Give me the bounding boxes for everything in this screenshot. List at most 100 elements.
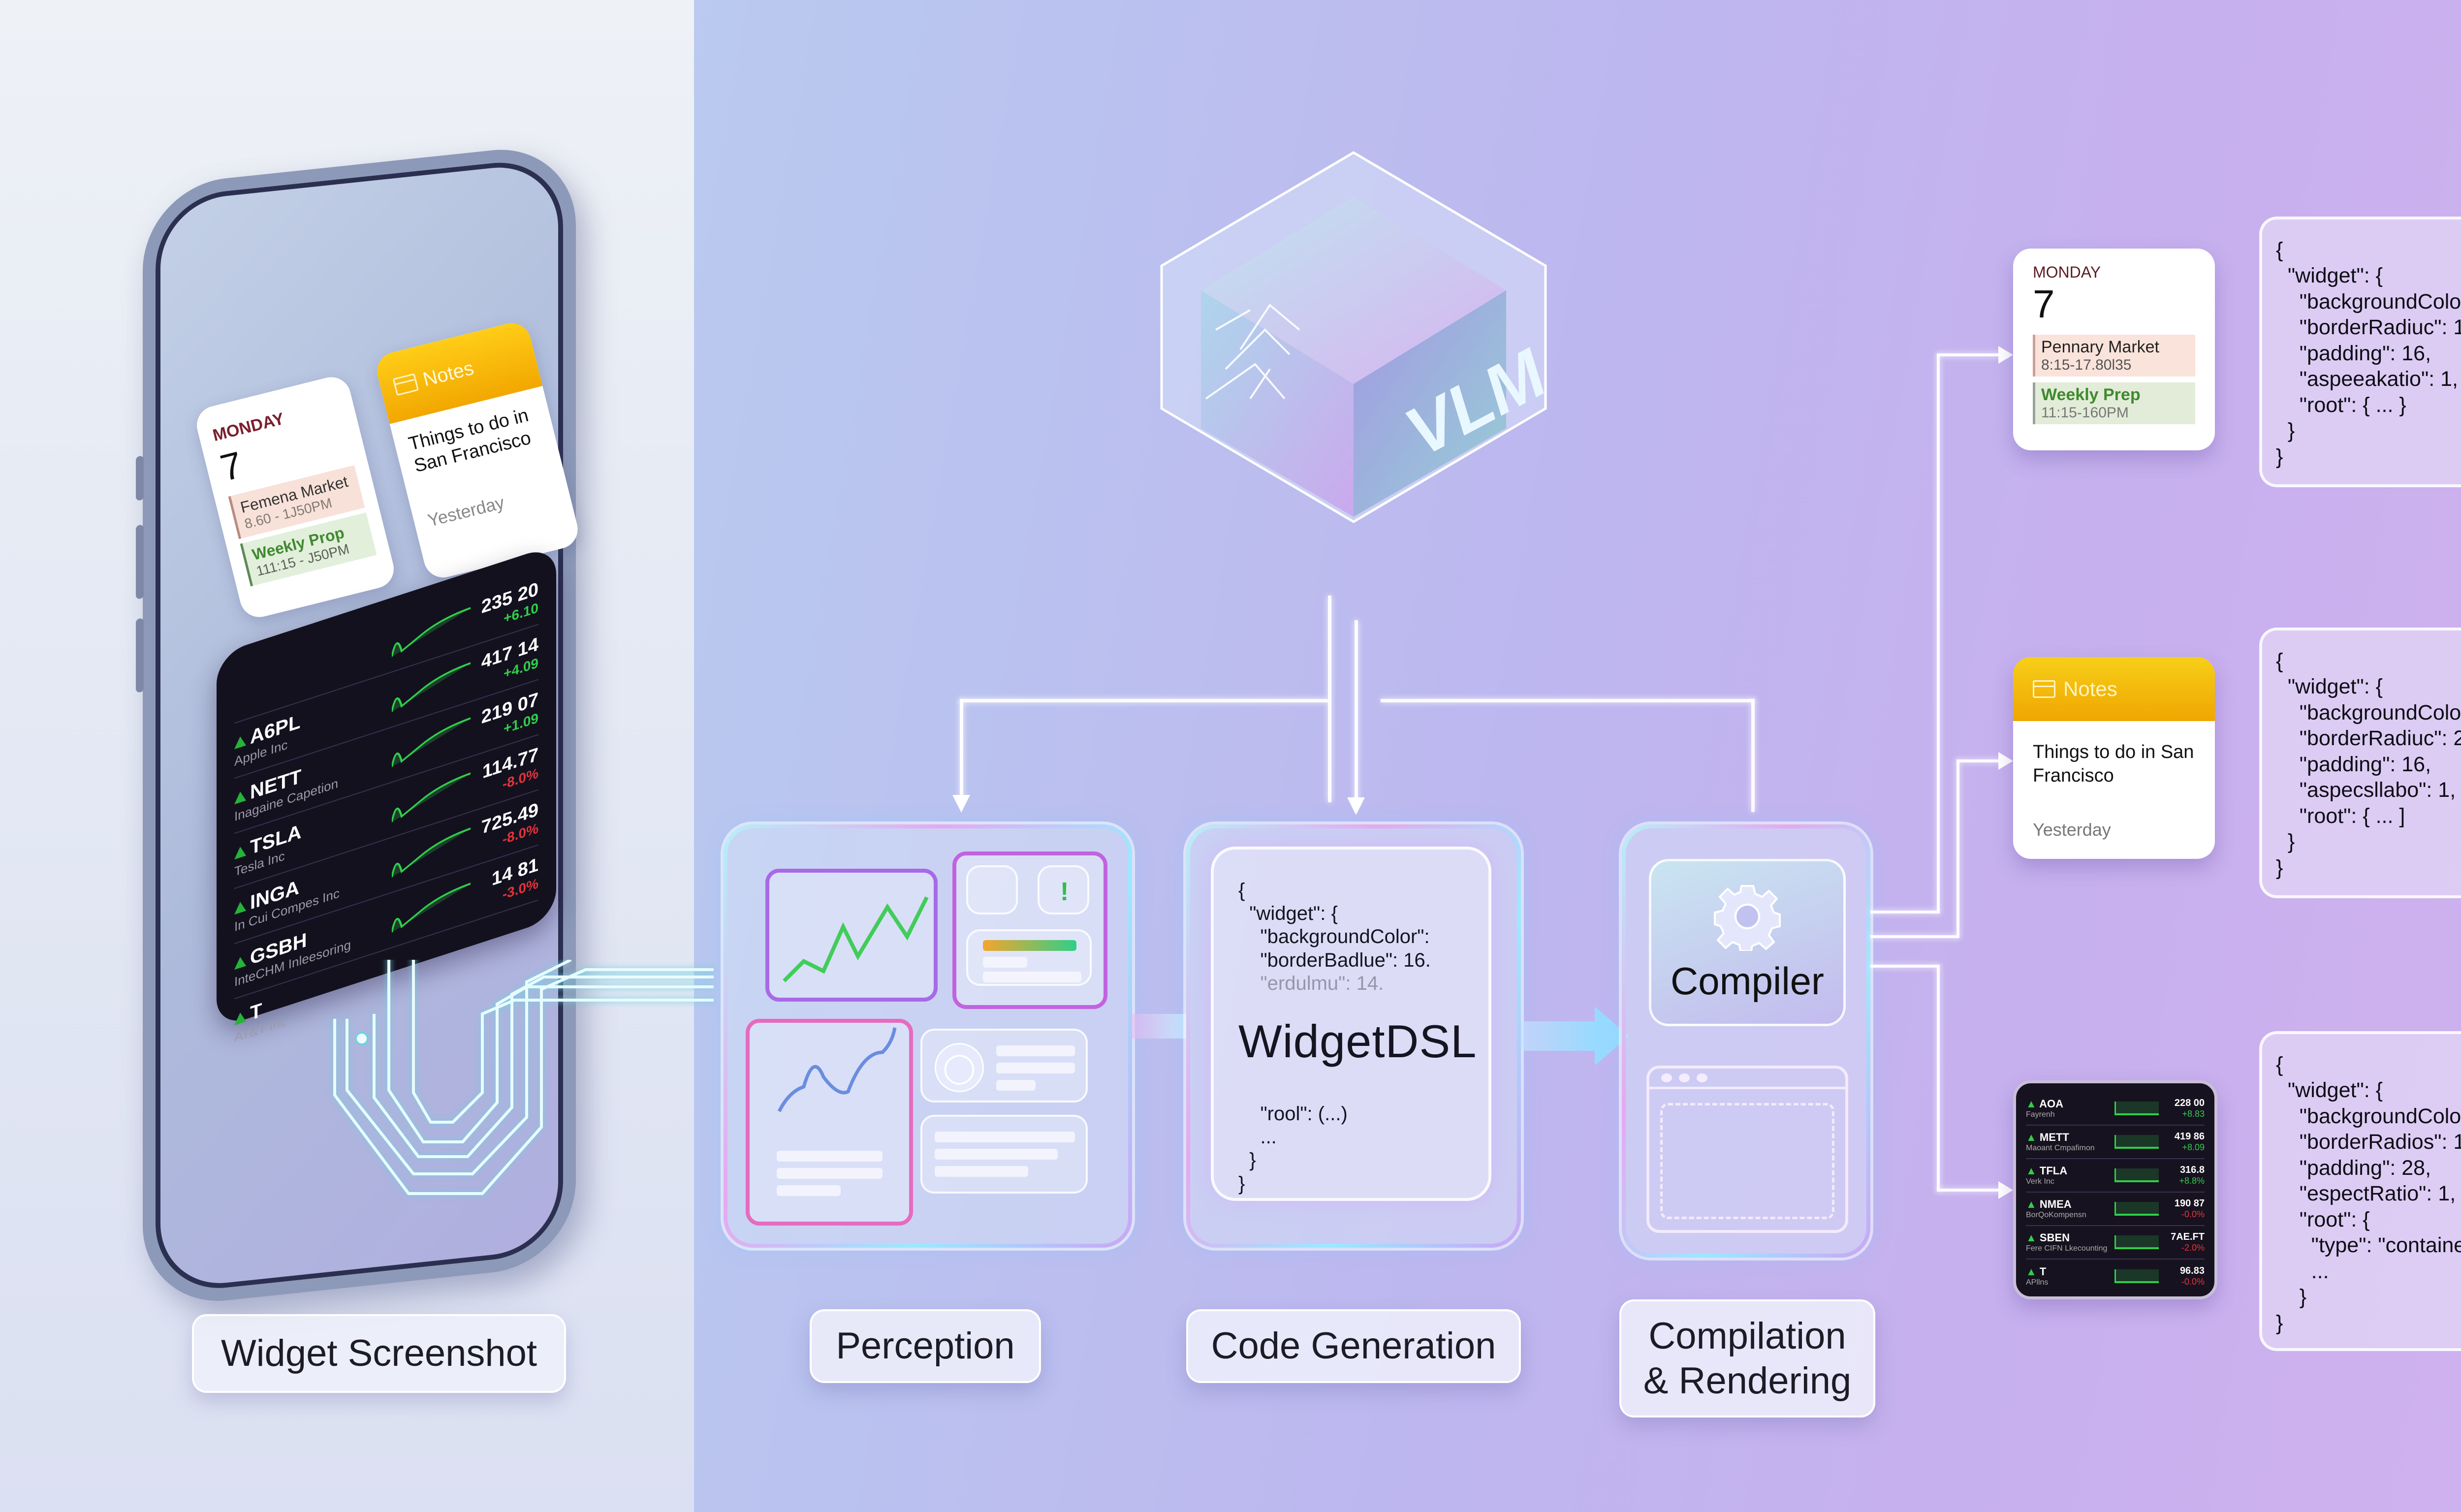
json-line: "borderRadiuc": 24, (2299, 726, 2461, 751)
up-triangle-icon (234, 900, 246, 915)
json-line: "borderRadios": 16, (2299, 1130, 2461, 1154)
calendar-day: MONDAY (2033, 263, 2101, 281)
phone-side-button (136, 455, 144, 501)
text-placeholder (996, 1063, 1075, 1073)
text-placeholder (983, 957, 1027, 968)
stock-symbol: T (250, 999, 262, 1025)
connector-line (1937, 965, 1940, 1191)
connector-line (1870, 935, 1959, 938)
progress-bar (983, 940, 1076, 951)
stock-price: 96.83 (2179, 1265, 2205, 1276)
connector-line (1381, 699, 1755, 702)
stock-price: 7AE.FT (2171, 1231, 2205, 1242)
notes-title: Things to do in San Francisco (2033, 742, 2194, 786)
json-line: { (2276, 238, 2283, 262)
phone-volume-button (136, 618, 144, 693)
arrow-right-icon (1998, 752, 2013, 770)
stage-label-widget-screenshot: Widget Screenshot (192, 1314, 566, 1393)
json-line: } (2276, 444, 2283, 469)
connector-line (960, 699, 963, 797)
stock-change: -0.0% (2181, 1277, 2205, 1287)
text-placeholder (777, 1168, 883, 1179)
line-chart-icon (777, 1027, 897, 1112)
code-line: "borderBadlue": 16. (1238, 949, 1431, 971)
vlm-cube: VLM (1160, 151, 1559, 523)
alert-icon: ! (1038, 865, 1089, 914)
json-line: } (2276, 855, 2283, 880)
sparkline-icon (392, 827, 471, 878)
connector-line (960, 699, 1329, 702)
sparkline-icon (392, 772, 471, 822)
gear-icon (1714, 884, 1781, 951)
code-line: } (1238, 1149, 1256, 1171)
connector-line (1751, 699, 1755, 812)
json-line: "root": { ... ] (2276, 804, 2405, 828)
sparkline-icon (392, 717, 471, 767)
code-line: "backgroundColor": (1238, 926, 1430, 948)
up-triangle-icon (234, 789, 246, 805)
json-line: { (2276, 1053, 2283, 1076)
window-dot-icon (1661, 1073, 1672, 1082)
stock-symbol: T (2039, 1265, 2047, 1278)
stocks-widget: 235 20 +6.10 A6PL Apple Inc 417 14 +4.09… (217, 544, 556, 1045)
text-placeholder (983, 972, 1081, 982)
connector-line (1328, 596, 1331, 802)
code-line: } (1238, 1172, 1245, 1195)
stage-label-compilation-rendering: Compilation & Rendering (1619, 1299, 1875, 1418)
notes-header-label: Notes (2063, 677, 2117, 700)
event-title: Weekly Prep (2041, 385, 2141, 404)
folder-icon (392, 373, 419, 396)
notes-header-label: Notes (420, 357, 476, 391)
connector-line (1956, 760, 1959, 938)
stock-change: +8.09 (2182, 1142, 2205, 1152)
widget-dsl-title: WidgetDSL (1238, 1015, 1477, 1067)
calendar-event: Weekly Prep 11:15-160PM (2033, 382, 2195, 424)
output-calendar-widget: MONDAY 7 Pennary Market 8:15-17.80l35 We… (2013, 249, 2215, 450)
json-line: "padding": 16, (2276, 752, 2431, 776)
code-line: ... (1238, 1126, 1277, 1148)
json-line: "backgroundColor": "#9F1724", (2299, 1104, 2461, 1128)
arrow-down-icon (1347, 797, 1365, 815)
compiler-card: Compiler (1649, 859, 1846, 1026)
json-line: "root": { ... } (2276, 393, 2406, 417)
sparkline-icon (2114, 1168, 2159, 1182)
line-chart-icon (783, 896, 929, 982)
stage-label-text: Compilation (1648, 1315, 1846, 1357)
stock-change: +8.8% (2179, 1176, 2205, 1186)
phone-volume-button (136, 524, 144, 599)
up-triangle-icon (234, 734, 246, 750)
connector-line (1937, 353, 2001, 356)
json-line: "padding": 16, (2276, 341, 2431, 365)
output-notes-widget: Notes Things to do in San Francisco Yest… (2013, 657, 2215, 859)
text-placeholder (935, 1149, 1058, 1160)
sparkline-icon (2114, 1269, 2159, 1283)
json-spec-card: { "widget": { "backgroundColor": "#9F172… (2259, 1031, 2461, 1351)
stage-label-perception: Perception (810, 1309, 1041, 1383)
code-line: "rool": (...) (1238, 1102, 1348, 1125)
stock-price: 228 00 (2174, 1098, 2205, 1108)
text-placeholder (777, 1185, 841, 1196)
stock-symbol: METT (2039, 1131, 2069, 1143)
up-triangle-icon (234, 845, 246, 860)
stock-symbol: AOA (2039, 1098, 2063, 1110)
arrow-down-icon (952, 795, 970, 813)
stock-price: 316.8 (2179, 1165, 2205, 1175)
stock-name: Fere CIFN Lkecounting (2026, 1244, 2108, 1253)
flow-arrow (1521, 1021, 1595, 1051)
json-line: "espectRatio": 1, (2276, 1182, 2456, 1206)
connector-line (1937, 354, 1940, 914)
sparkline-icon (392, 607, 471, 657)
event-title: Pennary Market (2041, 338, 2159, 356)
stock-name: Fayrenh (2026, 1110, 2055, 1119)
text-placeholder (996, 1080, 1036, 1091)
notes-timestamp: Yesterday (2033, 819, 2111, 840)
up-triangle-icon (234, 1010, 246, 1026)
json-line: "widget": { (2276, 1078, 2383, 1102)
up-triangle-icon (234, 955, 246, 970)
json-line: "widget": { (2276, 675, 2383, 699)
chart-tile (765, 869, 938, 1002)
